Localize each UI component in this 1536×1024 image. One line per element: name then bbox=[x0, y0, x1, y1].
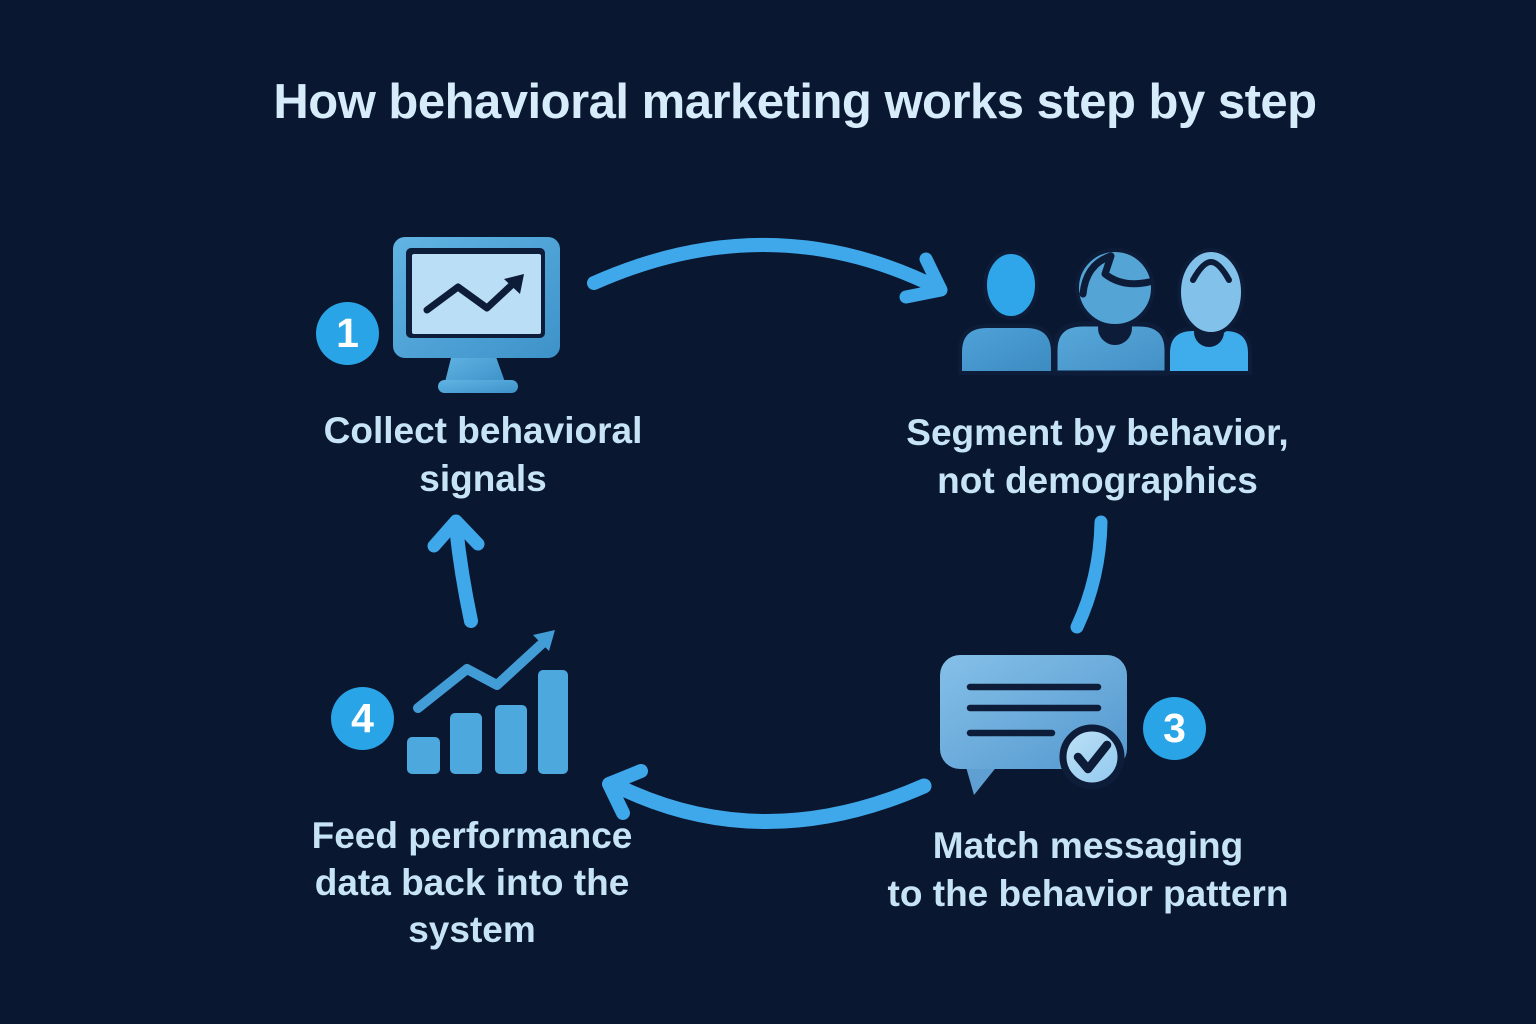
arrow-collect-to-segment-icon bbox=[587, 238, 947, 296]
step-2-caption: Segment by behavior, not demographics bbox=[845, 409, 1350, 505]
step-3-number: 3 bbox=[1163, 705, 1186, 751]
step-3-caption: Match messaging to the behavior pattern bbox=[808, 822, 1368, 918]
step-1-badge: 1 bbox=[316, 302, 379, 365]
caption-line: Feed performance bbox=[311, 815, 633, 856]
step-3-badge: 3 bbox=[1143, 697, 1206, 760]
caption-line: system bbox=[408, 909, 536, 950]
caption-line: not demographics bbox=[937, 460, 1258, 501]
caption-line: to the behavior pattern bbox=[887, 873, 1289, 914]
people-group-icon bbox=[958, 248, 1252, 376]
arrowhead-feed-to-collect-icon bbox=[427, 514, 485, 553]
bar-chart-trend-icon bbox=[407, 630, 568, 774]
arrowhead-collect-to-segment-icon bbox=[899, 252, 948, 304]
step-4-caption: Feed performance data back into the syst… bbox=[242, 812, 702, 953]
step-1-caption: Collect behavioral signals bbox=[263, 407, 703, 503]
caption-line: signals bbox=[419, 458, 547, 499]
arrow-segment-to-match-icon bbox=[1070, 515, 1108, 634]
step-4-number: 4 bbox=[351, 695, 374, 741]
arrowhead-match-to-feed-icon bbox=[602, 764, 648, 820]
caption-line: Match messaging bbox=[932, 825, 1244, 866]
caption-line: data back into the bbox=[314, 862, 630, 903]
caption-line: Segment by behavior, bbox=[906, 412, 1289, 453]
monitor-line-chart-icon bbox=[393, 237, 560, 393]
arrow-feed-to-collect-icon bbox=[449, 520, 478, 628]
step-1-number: 1 bbox=[336, 310, 359, 356]
caption-line: Collect behavioral bbox=[323, 410, 643, 451]
chat-bubble-check-icon bbox=[940, 655, 1127, 795]
step-4-badge: 4 bbox=[331, 687, 394, 750]
page-title: How behavioral marketing works step by s… bbox=[273, 75, 1317, 129]
